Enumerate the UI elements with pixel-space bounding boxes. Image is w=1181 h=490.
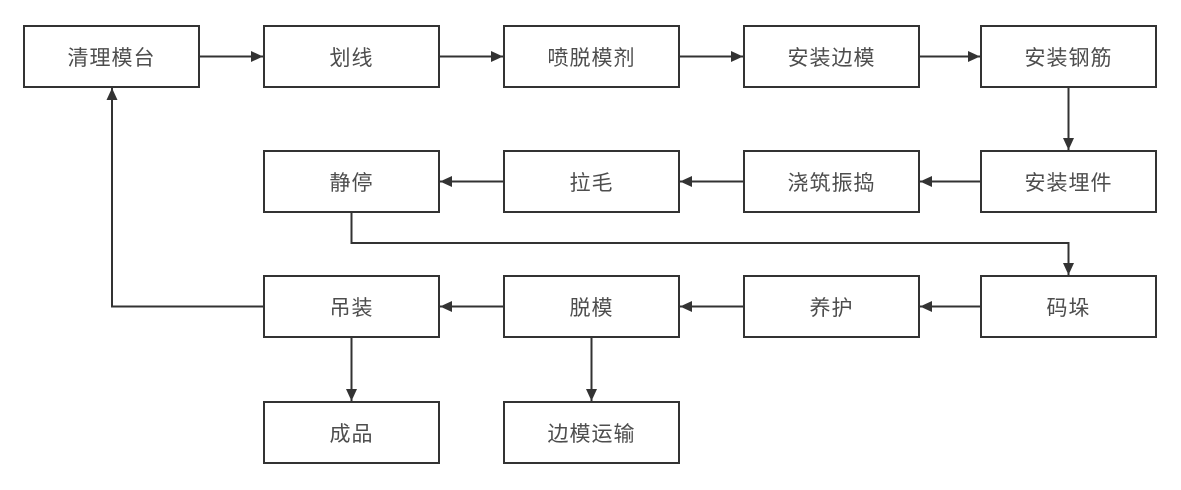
flow-node-marking: 划线 (263, 25, 440, 88)
flow-node-label: 安装埋件 (1024, 171, 1113, 195)
flow-connector-rest-to-stack (350, 213, 1074, 275)
flow-node-hoist: 吊装 (263, 275, 440, 338)
flow-node-label: 吊装 (329, 296, 374, 320)
flow-node-label: 养护 (809, 296, 854, 320)
flow-node-spray_release_agent: 喷脱模剂 (503, 25, 680, 88)
flow-node-label: 静停 (329, 171, 374, 195)
flow-node-label: 划线 (329, 46, 374, 70)
flow-node-roughen: 拉毛 (503, 150, 680, 213)
flow-node-label: 清理模台 (67, 46, 156, 70)
flow-node-install_embeds: 安装埋件 (980, 150, 1157, 213)
flow-node-install_rebar: 安装钢筋 (980, 25, 1157, 88)
flow-node-label: 成品 (329, 422, 374, 446)
flow-node-pour_vibrate: 浇筑振捣 (743, 150, 920, 213)
flow-node-label: 边模运输 (547, 422, 636, 446)
flow-node-label: 脱模 (569, 296, 614, 320)
flow-node-label: 拉毛 (569, 171, 614, 195)
flow-node-install_side_forms: 安装边模 (743, 25, 920, 88)
flow-node-label: 码垛 (1046, 296, 1091, 320)
flow-node-cure: 养护 (743, 275, 920, 338)
flow-node-side_form_transport: 边模运输 (503, 401, 680, 464)
flow-node-clean_table: 清理模台 (23, 25, 200, 88)
flow-node-finished_product: 成品 (263, 401, 440, 464)
flow-connector-hoist-to-clean_table (106, 88, 263, 308)
flow-node-stack: 码垛 (980, 275, 1157, 338)
flow-node-label: 浇筑振捣 (787, 171, 876, 195)
flow-node-label: 安装钢筋 (1024, 46, 1113, 70)
flow-node-label: 安装边模 (787, 46, 876, 70)
flow-node-label: 喷脱模剂 (547, 46, 636, 70)
flow-node-rest: 静停 (263, 150, 440, 213)
flow-node-demold: 脱模 (503, 275, 680, 338)
